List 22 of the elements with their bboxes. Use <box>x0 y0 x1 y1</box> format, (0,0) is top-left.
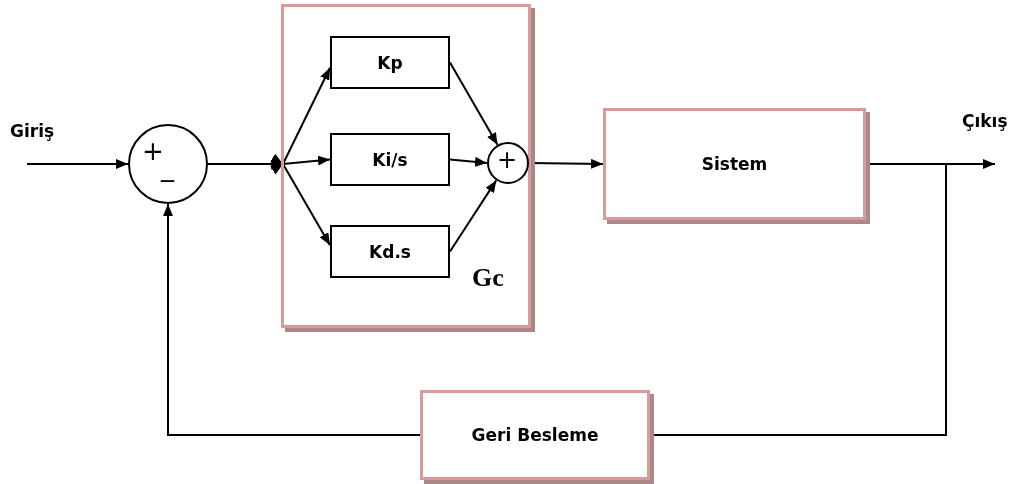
block-label: Ki/s <box>372 149 408 170</box>
arrow <box>449 179 498 253</box>
summing-junction <box>128 124 208 204</box>
arrow <box>449 61 499 146</box>
block-label: Kp <box>377 52 403 73</box>
arrow <box>163 203 421 436</box>
arrow <box>26 159 129 169</box>
plus-sign: + <box>142 136 164 166</box>
block-label: Sistem <box>701 154 768 174</box>
arrow <box>449 156 488 167</box>
input-label: Giriş <box>10 121 55 141</box>
arrow <box>207 154 331 247</box>
output-label: Çıkış <box>962 111 1008 131</box>
gain-block <box>330 225 450 278</box>
block-label: Geri Besleme <box>471 425 599 445</box>
gain-block <box>330 36 450 89</box>
gain-block <box>330 133 450 186</box>
summing-junction <box>487 142 529 184</box>
block-label: Kd.s <box>369 241 411 262</box>
block-label: Gc <box>472 263 504 293</box>
plus-sign: + <box>497 146 518 174</box>
minus-sign: _ <box>161 152 174 182</box>
